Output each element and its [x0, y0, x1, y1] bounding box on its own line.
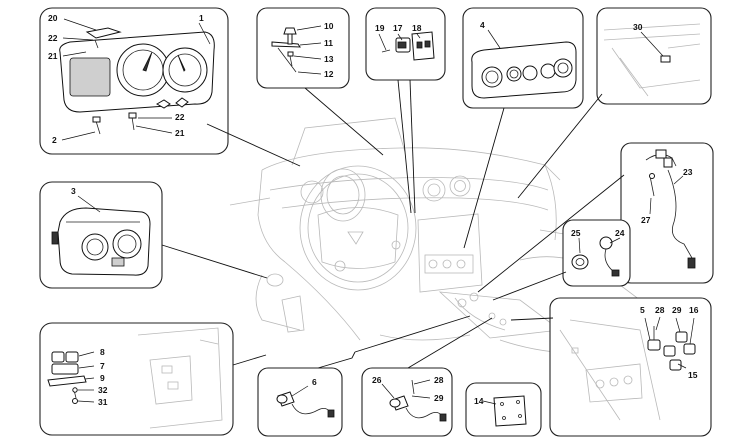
callout-label: 19	[375, 23, 385, 33]
callout-label: 22	[175, 112, 185, 122]
callout-climate-control: 4	[462, 7, 584, 109]
callout-line	[517, 93, 603, 199]
callout-line	[161, 244, 268, 279]
callout-line	[317, 351, 356, 369]
callout-sensor-bracket: 10 11 13 12	[256, 7, 350, 89]
callout-ignition: 25 24	[562, 219, 631, 287]
callout-line	[232, 354, 267, 366]
callout-label: 18	[412, 23, 422, 33]
callout-label: 9	[100, 373, 105, 383]
callout-label: 23	[683, 167, 693, 177]
callout-line	[407, 317, 493, 369]
callout-line	[409, 79, 416, 214]
callout-label: 1	[199, 13, 204, 23]
callout-label: 29	[434, 393, 444, 403]
callout-console-switches: 8 7 9 32 31	[39, 322, 234, 436]
callout-light-switch: 3	[39, 181, 163, 289]
callout-label: 14	[474, 396, 484, 406]
callout-label: 13	[324, 54, 334, 64]
callout-label: 17	[393, 23, 403, 33]
callout-probe: 26 28 29	[361, 367, 453, 437]
callout-label: 30	[633, 22, 643, 32]
callout-label: 27	[641, 215, 651, 225]
callout-line	[477, 174, 625, 293]
callout-label: 26	[372, 375, 382, 385]
callout-label: 20	[48, 13, 58, 23]
callout-label: 24	[615, 228, 625, 238]
callout-label: 32	[98, 385, 108, 395]
callout-label: 29	[672, 305, 682, 315]
callout-line	[492, 271, 567, 301]
callout-label: 28	[434, 375, 444, 385]
callout-sensor-6: 6	[257, 367, 343, 437]
callout-label: 3	[71, 186, 76, 196]
callout-label: 15	[688, 370, 698, 380]
callout-line	[354, 315, 471, 353]
callout-label: 6	[312, 377, 317, 387]
callout-label: 10	[324, 21, 334, 31]
callout-line	[397, 79, 412, 214]
callout-label: 2	[52, 135, 57, 145]
callout-label: 28	[655, 305, 665, 315]
callout-label: 22	[48, 33, 58, 43]
callout-line	[206, 123, 301, 167]
callout-label: 11	[324, 38, 333, 48]
callout-harness: 23 27	[620, 142, 714, 284]
callout-label: 31	[98, 397, 108, 407]
callout-label: 25	[571, 228, 581, 238]
callout-label: 8	[100, 347, 105, 357]
callout-label: 4	[480, 20, 485, 30]
callout-label: 12	[324, 69, 334, 79]
callout-switch: 19 17 18	[365, 7, 446, 81]
callout-instrument-cluster: 1 20 22 21 2 22 21	[39, 7, 229, 155]
callout-line	[463, 107, 505, 249]
callout-glove-box: 30	[596, 7, 712, 105]
callout-label: 21	[48, 51, 58, 61]
callout-label: 21	[175, 128, 185, 138]
callout-label: 16	[689, 305, 699, 315]
callout-line	[510, 317, 554, 321]
callout-label: 7	[100, 361, 105, 371]
callout-plate: 14	[465, 382, 542, 437]
callout-label: 5	[640, 305, 645, 315]
callout-console-buttons: 5 28 29 16 15	[549, 297, 712, 437]
callout-line	[304, 87, 384, 156]
